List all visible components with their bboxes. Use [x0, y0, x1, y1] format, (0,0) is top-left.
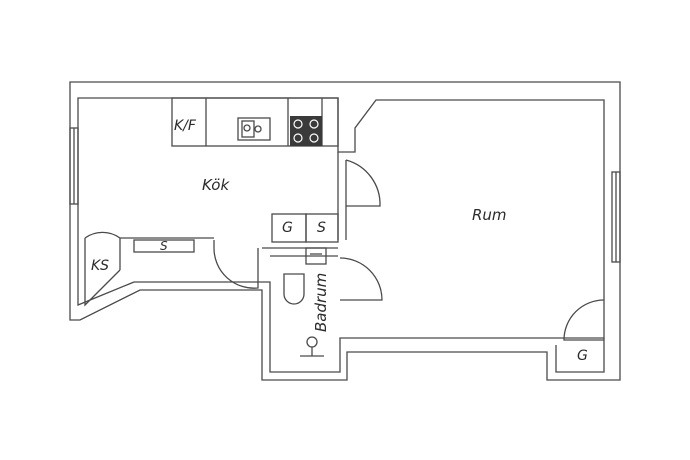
stove-icon — [290, 116, 322, 146]
outer-wall-outer — [69, 81, 621, 381]
shower-icon — [306, 336, 318, 348]
sink-icon — [237, 117, 271, 141]
door-hall — [213, 247, 259, 289]
label-closet-ks: KS — [91, 258, 109, 274]
label-wardrobe-g-upper: G — [282, 220, 293, 236]
door-bathroom — [339, 257, 383, 301]
label-room: Rum — [472, 206, 507, 224]
label-shelf-s: S — [160, 239, 168, 253]
wardrobe-g-room — [555, 338, 605, 373]
door-closet-ks — [84, 231, 121, 270]
wardrobe-s-upper — [305, 213, 339, 243]
closet-ks-wall — [84, 238, 121, 307]
bathroom-sink-icon — [305, 247, 327, 265]
kitchen-counter — [171, 97, 339, 147]
toilet-icon — [283, 273, 305, 305]
label-kitchen: Kök — [202, 176, 230, 194]
label-wardrobe-g-room: G — [577, 348, 588, 364]
shelf-s — [133, 239, 195, 253]
label-wardrobe-s-upper: S — [317, 220, 326, 236]
door-kitchen-room — [345, 159, 381, 207]
door-wardrobe-g — [563, 299, 605, 341]
label-fridge: K/F — [174, 118, 197, 134]
label-bathroom: Badrum — [312, 273, 330, 332]
outer-wall-inner — [77, 97, 605, 373]
